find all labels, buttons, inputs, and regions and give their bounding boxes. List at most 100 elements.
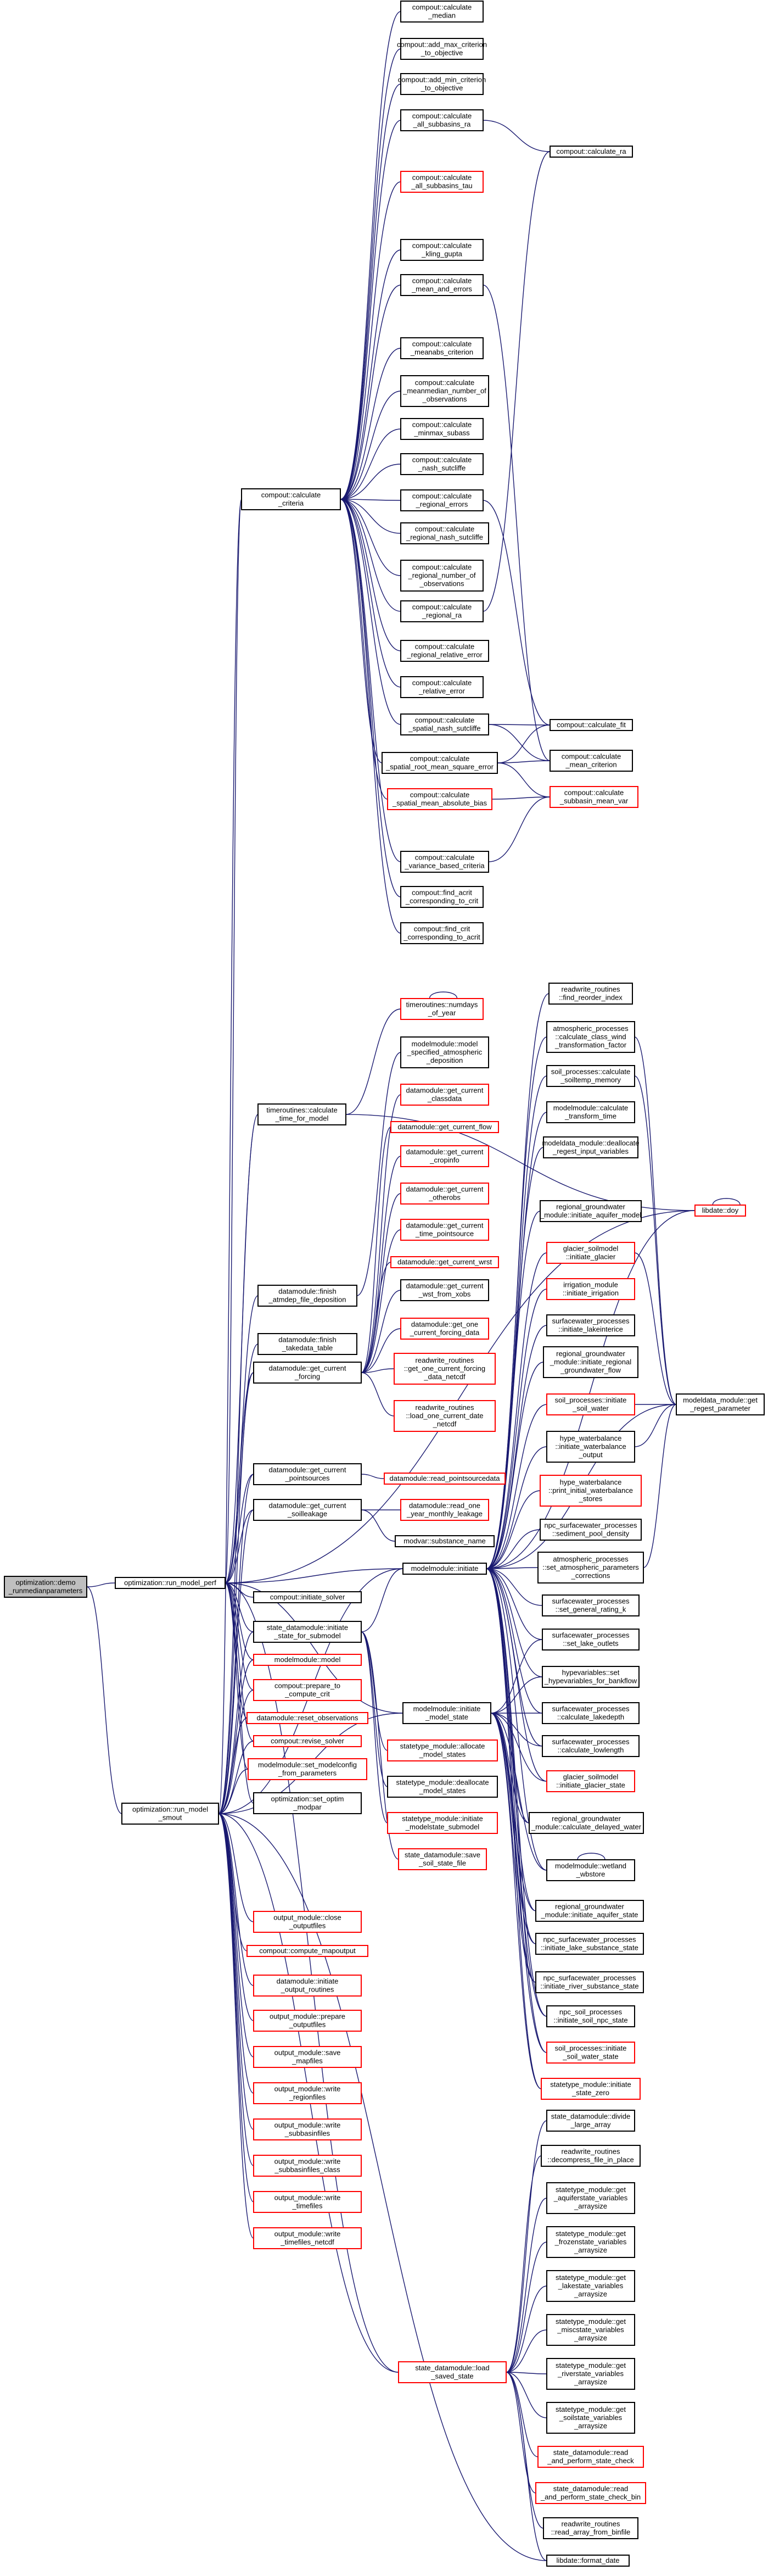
node-spatial-rmse[interactable]: compout::calculate_spatial_root_mean_squ… bbox=[382, 752, 498, 774]
node-all-subbasins-ra[interactable]: compout::calculate_all_subbasins_ra bbox=[400, 109, 484, 131]
node-get-current-forcing[interactable]: datamodule::get_current_forcing bbox=[253, 1362, 362, 1384]
node-initiate-regional-gw[interactable]: regional_groundwater_module::initiate_re… bbox=[543, 1346, 638, 1378]
node-write-timefiles-netcdf[interactable]: output_module::write_timefiles_netcdf bbox=[253, 2227, 362, 2249]
node-kling-gupta[interactable]: compout::calculate_kling_gupta bbox=[400, 239, 484, 261]
node-find-acrit[interactable]: compout::find_acrit_corresponding_to_cri… bbox=[400, 886, 484, 908]
node-npc-river-substance[interactable]: npc_surfacewater_processes::initiate_riv… bbox=[535, 1971, 644, 1993]
node-get-current-flow[interactable]: datamodule::get_current_flow bbox=[390, 1121, 499, 1133]
node-calc-criteria[interactable]: compout::calculate_criteria bbox=[241, 488, 341, 510]
node-spatial-mae[interactable]: compout::calculate_spatial_mean_absolute… bbox=[387, 788, 492, 810]
node-regional-aquifer[interactable]: regional_groundwater_module::initiate_aq… bbox=[540, 1200, 642, 1222]
node-soiltemp-memory[interactable]: soil_processes::calculate_soiltemp_memor… bbox=[546, 1065, 635, 1087]
node-add-max[interactable]: compout::add_max_criterion_to_objective bbox=[397, 38, 487, 60]
node-deallocate-regest[interactable]: modeldata_module::deallocate_regest_inpu… bbox=[542, 1136, 640, 1158]
node-get-current-wst-from-xobs[interactable]: datamodule::get_current_wst_from_xobs bbox=[400, 1279, 489, 1301]
node-specified-deposition[interactable]: modelmodule::model_specified_atmospheric… bbox=[400, 1036, 489, 1068]
node-prepare-to-compute[interactable]: compout::prepare_to_compute_crit bbox=[253, 1679, 362, 1701]
node-get-current-soilleakage[interactable]: datamodule::get_current_soilleakage bbox=[253, 1499, 362, 1521]
node-variance-based[interactable]: compout::calculate_variance_based_criter… bbox=[400, 851, 489, 873]
node-regional-nash[interactable]: compout::calculate_regional_nash_sutclif… bbox=[400, 522, 489, 544]
node-subbasin-mean-var[interactable]: compout::calculate_subbasin_mean_var bbox=[550, 786, 638, 808]
node-calc-lakedepth[interactable]: surfacewater_processes::calculate_lakede… bbox=[542, 1702, 640, 1724]
node-regional-relative[interactable]: compout::calculate_regional_relative_err… bbox=[400, 640, 489, 662]
node-regional-number[interactable]: compout::calculate_regional_number_of_ob… bbox=[400, 560, 484, 592]
node-atm-parameters[interactable]: atmospheric_processes::set_atmospheric_p… bbox=[537, 1552, 644, 1583]
node-initiate-solver[interactable]: compout::initiate_solver bbox=[253, 1591, 362, 1603]
node-libdate-format[interactable]: libdate::format_date bbox=[546, 2555, 630, 2567]
node-get-current-cropinfo[interactable]: datamodule::get_current_cropinfo bbox=[400, 1145, 489, 1167]
node-decompress-file[interactable]: readwrite_routines::decompress_file_in_p… bbox=[541, 2145, 641, 2167]
node-glacier-state[interactable]: glacier_soilmodel::initiate_glacier_stat… bbox=[546, 1770, 635, 1792]
node-calc-fit[interactable]: compout::calculate_fit bbox=[550, 719, 633, 731]
node-aquifer-state[interactable]: regional_groundwater_module::initiate_aq… bbox=[535, 1900, 644, 1922]
node-state-divide-large[interactable]: state_datamodule::divide_large_array bbox=[546, 2110, 635, 2132]
node-libdate-doy[interactable]: libdate::doy bbox=[694, 1205, 746, 1217]
node-calc-ra[interactable]: compout::calculate_ra bbox=[550, 146, 633, 158]
node-write-timefiles[interactable]: output_module::write_timefiles bbox=[253, 2191, 362, 2213]
node-initiate-output-routines[interactable]: datamodule::initiate_output_routines bbox=[253, 1975, 362, 1997]
node-get-current-otherobs[interactable]: datamodule::get_current_otherobs bbox=[400, 1183, 489, 1205]
node-initiate-irrigation[interactable]: irrigation_module::initiate_irrigation bbox=[546, 1278, 635, 1300]
node-add-min[interactable]: compout::add_min_criterion_to_objective bbox=[398, 73, 486, 95]
node-class-wind[interactable]: atmospheric_processes::calculate_class_w… bbox=[546, 1021, 635, 1053]
node-modvar-subst-name[interactable]: modvar::substance_name bbox=[395, 1535, 495, 1547]
node-set-optim-modpar[interactable]: optimization::set_optim_modpar bbox=[253, 1792, 362, 1814]
node-npc-soil-state[interactable]: npc_soil_processes::initiate_soil_npc_st… bbox=[546, 2005, 635, 2027]
node-read-one-year-leakage[interactable]: datamodule::read_one_year_monthly_leakag… bbox=[400, 1499, 489, 1521]
node-initiate-soil-water[interactable]: soil_processes::initiate_soil_water bbox=[546, 1393, 635, 1415]
node-root[interactable]: optimization::demo_runmedianparameters bbox=[4, 1576, 87, 1598]
node-get-one-current-forcing[interactable]: datamodule::get_one_current_forcing_data bbox=[400, 1318, 489, 1340]
node-meanabs-criterion[interactable]: compout::calculate_meanabs_criterion bbox=[400, 337, 484, 359]
node-all-subbasins-tau[interactable]: compout::calculate_all_subbasins_tau bbox=[400, 171, 484, 193]
node-close-outputfiles[interactable]: output_module::close_outputfiles bbox=[253, 1911, 362, 1933]
node-set-lake-outlets[interactable]: surfacewater_processes::set_lake_outlets bbox=[542, 1629, 640, 1651]
node-npc-lake-substance[interactable]: npc_surfacewater_processes::initiate_lak… bbox=[535, 1933, 644, 1955]
node-mean-and-errors[interactable]: compout::calculate_mean_and_errors bbox=[400, 274, 484, 296]
node-transform-time[interactable]: modelmodule::calculate_transform_time bbox=[546, 1101, 635, 1123]
node-wetland-wbstore[interactable]: modelmodule::wetland_wbstore bbox=[546, 1859, 635, 1881]
node-set-modelconfig[interactable]: modelmodule::set_modelconfig_from_parame… bbox=[248, 1758, 367, 1780]
node-load-one-current-netcdf[interactable]: readwrite_routines::load_one_current_dat… bbox=[394, 1400, 496, 1432]
node-hype-wb-output[interactable]: hype_waterbalance::initiate_waterbalance… bbox=[546, 1431, 635, 1463]
node-get-lake-vars[interactable]: statetype_module::get_lakestate_variable… bbox=[546, 2270, 635, 2302]
node-save-mapfiles[interactable]: output_module::save_mapfiles bbox=[253, 2046, 362, 2068]
node-get-current-classdata[interactable]: datamodule::get_current_classdata bbox=[400, 1084, 489, 1106]
node-numdays[interactable]: timeroutines::numdays_of_year bbox=[400, 998, 484, 1020]
node-calc-lowlength[interactable]: surfacewater_processes::calculate_lowlen… bbox=[542, 1735, 640, 1757]
node-statetype-initiate-state-zero[interactable]: statetype_module::initiate_state_zero bbox=[541, 2078, 641, 2100]
node-get-current-time-pointsource[interactable]: datamodule::get_current_time_pointsource bbox=[400, 1219, 489, 1241]
node-median[interactable]: compout::calculate_median bbox=[400, 1, 484, 23]
node-hype-wb-print[interactable]: hype_waterbalance::print_initial_waterba… bbox=[540, 1475, 642, 1507]
node-read-and-perform[interactable]: state_datamodule::read_and_perform_state… bbox=[537, 2446, 644, 2468]
node-statetype-initiate-submodel[interactable]: statetype_module::initiate_modelstate_su… bbox=[387, 1812, 498, 1834]
node-read-pointsourcedata[interactable]: datamodule::read_pointsourcedata bbox=[384, 1473, 506, 1485]
node-write-subbasinfiles[interactable]: output_module::write_subbasinfiles bbox=[253, 2118, 362, 2140]
node-modelmodule-initiate[interactable]: modelmodule::initiate bbox=[402, 1563, 487, 1575]
node-run-model-smout[interactable]: optimization::run_model_smout bbox=[121, 1803, 219, 1825]
node-meanmedian[interactable]: compout::calculate_meanmedian_number_of_… bbox=[400, 375, 489, 407]
node-get-current-wrst[interactable]: datamodule::get_current_wrst bbox=[390, 1256, 499, 1268]
node-state-datamodule-initiate[interactable]: state_datamodule::initiate_state_for_sub… bbox=[253, 1621, 362, 1643]
node-modelmodule-model[interactable]: modelmodule::model bbox=[253, 1654, 362, 1666]
node-npc-sediment[interactable]: npc_surfacewater_processes::sediment_poo… bbox=[540, 1519, 642, 1541]
node-statetype-deallocate[interactable]: statetype_module::deallocate_model_state… bbox=[387, 1776, 498, 1798]
node-regional-ra[interactable]: compout::calculate_regional_ra bbox=[400, 600, 484, 622]
node-finish-takedata[interactable]: datamodule::finish_takedata_table bbox=[257, 1333, 357, 1355]
node-statetype-allocate[interactable]: statetype_module::allocate_model_states bbox=[387, 1739, 498, 1761]
node-set-general-rating[interactable]: surfacewater_processes::set_general_rati… bbox=[542, 1594, 640, 1616]
node-get-river-vars[interactable]: statetype_module::get_riverstate_variabl… bbox=[546, 2358, 635, 2390]
node-get-aquifer-vars[interactable]: statetype_module::get_aquiferstate_varia… bbox=[546, 2182, 635, 2214]
node-get-one-current-forcing-nc[interactable]: readwrite_routines::get_one_current_forc… bbox=[394, 1353, 496, 1385]
node-soil-water-state[interactable]: soil_processes::initiate_soil_water_stat… bbox=[546, 2042, 635, 2064]
node-regest-parameter[interactable]: modeldata_module::get_regest_parameter bbox=[676, 1393, 765, 1415]
node-state-load-saved[interactable]: state_datamodule::load_saved_state bbox=[398, 2361, 507, 2383]
node-delayed-water[interactable]: regional_groundwater_module::calculate_d… bbox=[529, 1812, 644, 1834]
node-calc-time-for-model[interactable]: timeroutines::calculate_time_for_model bbox=[257, 1103, 346, 1125]
node-hypevariables[interactable]: hypevariables::set_hypevariables_for_ban… bbox=[542, 1666, 640, 1688]
node-run-model-perf[interactable]: optimization::run_model_perf bbox=[115, 1577, 226, 1589]
node-read-array-from-binfile[interactable]: readwrite_routines::read_array_from_binf… bbox=[543, 2517, 638, 2539]
node-revise-solver[interactable]: compout::revise_solver bbox=[253, 1735, 362, 1747]
node-prepare-outputfiles[interactable]: output_module::prepare_outputfiles bbox=[253, 2010, 362, 2032]
node-nash-sutcliffe[interactable]: compout::calculate_nash_sutcliffe bbox=[400, 453, 484, 475]
node-find-crit[interactable]: compout::find_crit_corresponding_to_acri… bbox=[400, 922, 484, 944]
